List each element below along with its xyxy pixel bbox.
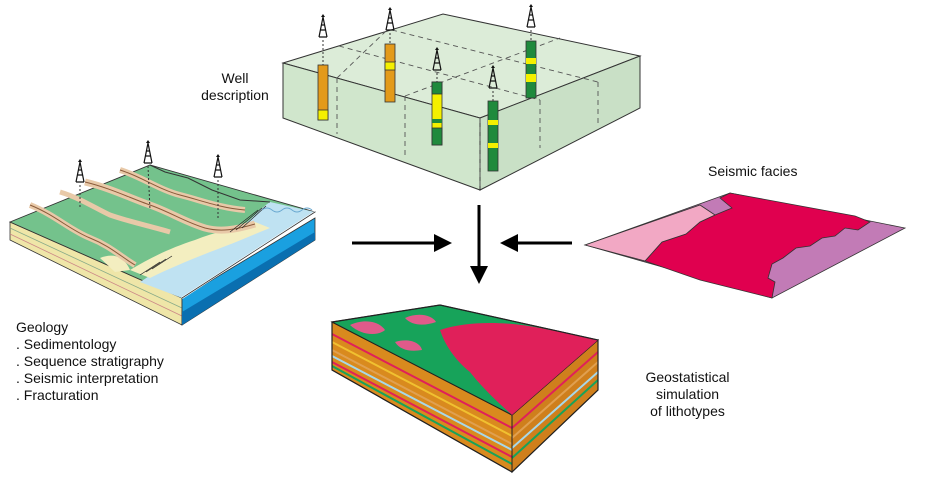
seismic-facies-label: Seismic facies <box>708 163 798 179</box>
simulation-line3: of lithotypes <box>650 403 725 419</box>
well-2 <box>384 6 396 103</box>
well-description-box <box>281 13 642 191</box>
well-5 <box>525 3 537 99</box>
simulation-line2: simulation <box>655 386 720 402</box>
well-label-line2: description <box>201 87 269 103</box>
geology-block <box>8 139 317 326</box>
arrow-down-icon <box>470 205 488 284</box>
arrow-right-icon <box>352 234 452 252</box>
geology-label: Geology . Sedimentology . Sequence strat… <box>16 319 164 404</box>
derrick-icon <box>526 3 536 28</box>
geology-item: . Sequence stratigraphy <box>16 353 164 369</box>
simulation-line1: Geostatistical <box>645 369 730 385</box>
well-description-label: Well description <box>195 70 275 104</box>
well-1 <box>317 13 329 121</box>
seismic-facies-map <box>583 192 907 299</box>
geology-item: . Fracturation <box>16 387 99 403</box>
derrick-icon <box>75 158 85 183</box>
well-3 <box>431 46 443 146</box>
simulation-block <box>330 304 600 474</box>
arrow-left-icon <box>500 234 572 252</box>
geology-item: . Sedimentology <box>16 336 117 352</box>
well-4 <box>487 64 499 172</box>
derrick-icon <box>213 153 223 178</box>
geology-title: Geology <box>16 319 69 335</box>
derrick-icon <box>385 6 395 31</box>
derrick-icon <box>143 139 153 164</box>
derrick-icon <box>318 13 328 38</box>
well-label-line1: Well <box>221 70 249 86</box>
simulation-label: Geostatistical simulation of lithotypes <box>625 369 750 420</box>
geology-item: . Seismic interpretation <box>16 370 159 386</box>
